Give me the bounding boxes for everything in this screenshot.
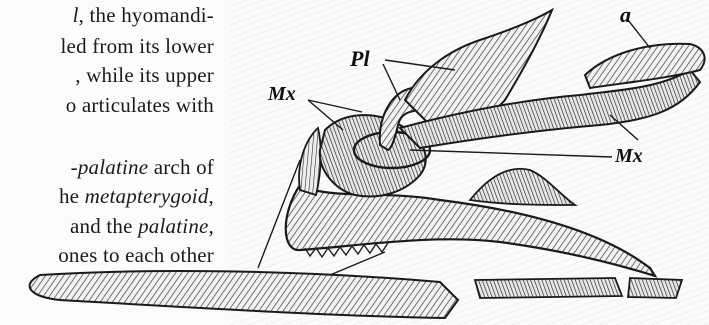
label-mx-left: Mx: [267, 83, 296, 105]
label-mx-right: Mx: [614, 145, 643, 167]
lower-jaw-fragment-right: [628, 278, 682, 298]
lower-jaw-fragment-mid: [475, 278, 622, 298]
label-pl: Pl: [349, 46, 370, 71]
lower-jaw-bone-left: [30, 271, 458, 318]
label-a: a: [620, 2, 631, 27]
